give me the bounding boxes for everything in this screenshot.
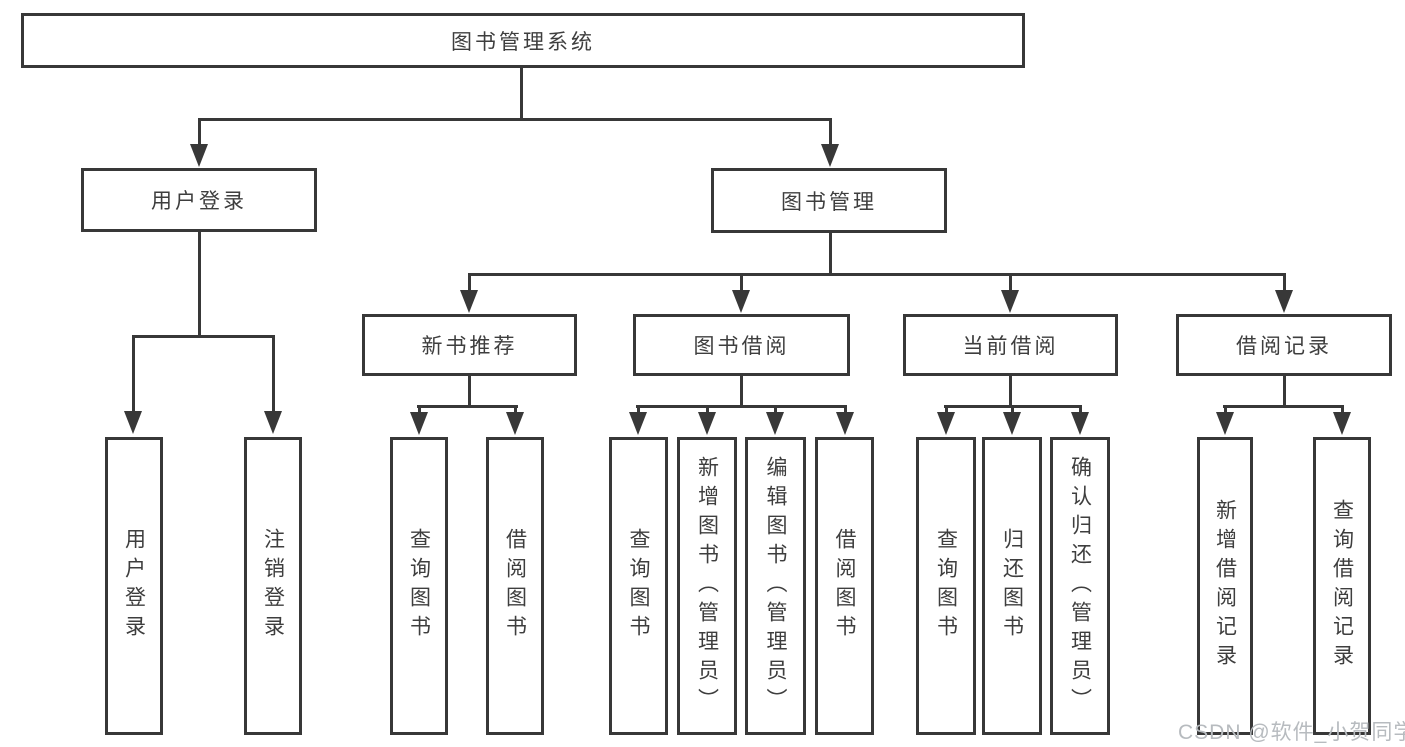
connector-book-mgmt-stem xyxy=(829,233,832,275)
arrow-down-icon xyxy=(836,412,854,435)
connector-borrow-hbar xyxy=(636,405,846,408)
node-bb-edit-label: 编辑图书（管理员） xyxy=(764,455,787,717)
node-bb-edit: 编辑图书（管理员） xyxy=(745,437,806,735)
node-nb-query: 查询图书 xyxy=(390,437,448,735)
node-cb-query: 查询图书 xyxy=(916,437,976,735)
node-bb-add: 新增图书（管理员） xyxy=(677,437,737,735)
node-new-books: 新书推荐 xyxy=(362,314,577,376)
node-nb-borrow-label: 借阅图书 xyxy=(503,528,527,644)
arrow-down-icon xyxy=(190,144,208,167)
connector-root-hbar xyxy=(198,118,832,121)
node-ul-logout-label: 注销登录 xyxy=(261,528,285,644)
arrow-down-icon xyxy=(1333,412,1351,435)
node-current: 当前借阅 xyxy=(903,314,1118,376)
connector-to-current-stem xyxy=(1009,273,1012,291)
node-cb-confirm-label: 确认归还（管理员） xyxy=(1068,455,1092,717)
node-root-label: 图书管理系统 xyxy=(451,30,595,54)
node-bb-borrow: 借阅图书 xyxy=(815,437,874,735)
connector-borrow-stem xyxy=(740,375,743,407)
node-bb-query-label: 查询图书 xyxy=(627,528,650,644)
node-br-add: 新增借阅记录 xyxy=(1197,437,1253,735)
connector-records-hbar xyxy=(1223,405,1344,408)
node-new-books-label: 新书推荐 xyxy=(421,335,518,358)
node-cb-confirm: 确认归还（管理员） xyxy=(1050,437,1110,735)
arrow-down-icon xyxy=(506,412,524,435)
arrow-down-icon xyxy=(1216,412,1234,435)
connector-to-cb-query-stem xyxy=(945,405,948,414)
node-ul-login: 用户登录 xyxy=(105,437,163,735)
connector-to-br-query-stem xyxy=(1341,405,1344,414)
connector-current-stem xyxy=(1009,375,1012,407)
node-br-add-label: 新增借阅记录 xyxy=(1213,499,1237,673)
connector-records-stem xyxy=(1283,375,1286,407)
node-br-query: 查询借阅记录 xyxy=(1313,437,1371,735)
node-book-mgmt: 图书管理 xyxy=(711,168,947,233)
connector-to-bb-borrow-stem xyxy=(844,405,847,414)
arrow-down-icon xyxy=(410,412,428,435)
connector-to-cb-confirm-stem xyxy=(1079,405,1082,414)
connector-root-stem xyxy=(520,67,523,120)
node-cb-return-label: 归还图书 xyxy=(1000,528,1024,644)
node-br-query-label: 查询借阅记录 xyxy=(1330,499,1354,673)
arrow-down-icon xyxy=(698,412,716,435)
arrow-down-icon xyxy=(264,411,282,434)
node-borrow: 图书借阅 xyxy=(633,314,850,376)
arrow-down-icon xyxy=(124,411,142,434)
node-bb-borrow-label: 借阅图书 xyxy=(833,528,856,644)
node-ul-logout: 注销登录 xyxy=(244,437,302,735)
node-nb-query-label: 查询图书 xyxy=(407,528,431,644)
connector-to-borrow-stem xyxy=(740,273,743,291)
node-records: 借阅记录 xyxy=(1176,314,1392,376)
node-current-label: 当前借阅 xyxy=(962,335,1059,358)
connector-new-books-stem xyxy=(468,375,471,407)
node-book-mgmt-label: 图书管理 xyxy=(781,190,877,214)
node-borrow-label: 图书借阅 xyxy=(693,335,790,358)
node-records-label: 借阅记录 xyxy=(1236,335,1332,358)
connector-to-ul-login-stem xyxy=(132,335,135,412)
connector-to-nb-borrow-stem xyxy=(514,405,517,414)
connector-to-nb-query-stem xyxy=(418,405,421,414)
node-nb-borrow: 借阅图书 xyxy=(486,437,544,735)
arrow-down-icon xyxy=(460,290,478,313)
connector-to-records-stem xyxy=(1283,273,1286,291)
connector-to-ul-logout-stem xyxy=(272,335,275,412)
connector-to-bb-edit-stem xyxy=(774,405,777,414)
connector-root-to-book-mgmt-stem xyxy=(829,118,832,146)
connector-user-login-hbar xyxy=(132,335,275,338)
node-cb-return: 归还图书 xyxy=(982,437,1042,735)
connector-to-bb-query-stem xyxy=(637,405,640,414)
arrow-down-icon xyxy=(1071,412,1089,435)
node-user-login: 用户登录 xyxy=(81,168,317,232)
node-cb-query-label: 查询图书 xyxy=(934,528,958,644)
arrow-down-icon xyxy=(1001,290,1019,313)
connector-to-cb-return-stem xyxy=(1011,405,1014,414)
connector-user-login-stem xyxy=(198,232,201,337)
arrow-down-icon xyxy=(1275,290,1293,313)
arrow-down-icon xyxy=(821,144,839,167)
node-ul-login-label: 用户登录 xyxy=(122,528,146,644)
csdn-watermark: CSDN @软件_小贺同学 xyxy=(1178,721,1405,744)
arrow-down-icon xyxy=(1003,412,1021,435)
arrow-down-icon xyxy=(629,412,647,435)
node-user-login-label: 用户登录 xyxy=(151,190,247,213)
connector-to-new-books-stem xyxy=(468,273,471,291)
node-root: 图书管理系统 xyxy=(21,13,1025,68)
arrow-down-icon xyxy=(937,412,955,435)
connector-to-br-add-stem xyxy=(1224,405,1227,414)
arrow-down-icon xyxy=(732,290,750,313)
node-bb-query: 查询图书 xyxy=(609,437,668,735)
connector-root-to-user-login-stem xyxy=(198,118,201,146)
node-bb-add-label: 新增图书（管理员） xyxy=(695,455,719,717)
connector-new-books-hbar xyxy=(417,405,518,408)
arrow-down-icon xyxy=(766,412,784,435)
connector-to-bb-add-stem xyxy=(706,405,709,414)
connector-book-mgmt-hbar xyxy=(468,273,1284,276)
